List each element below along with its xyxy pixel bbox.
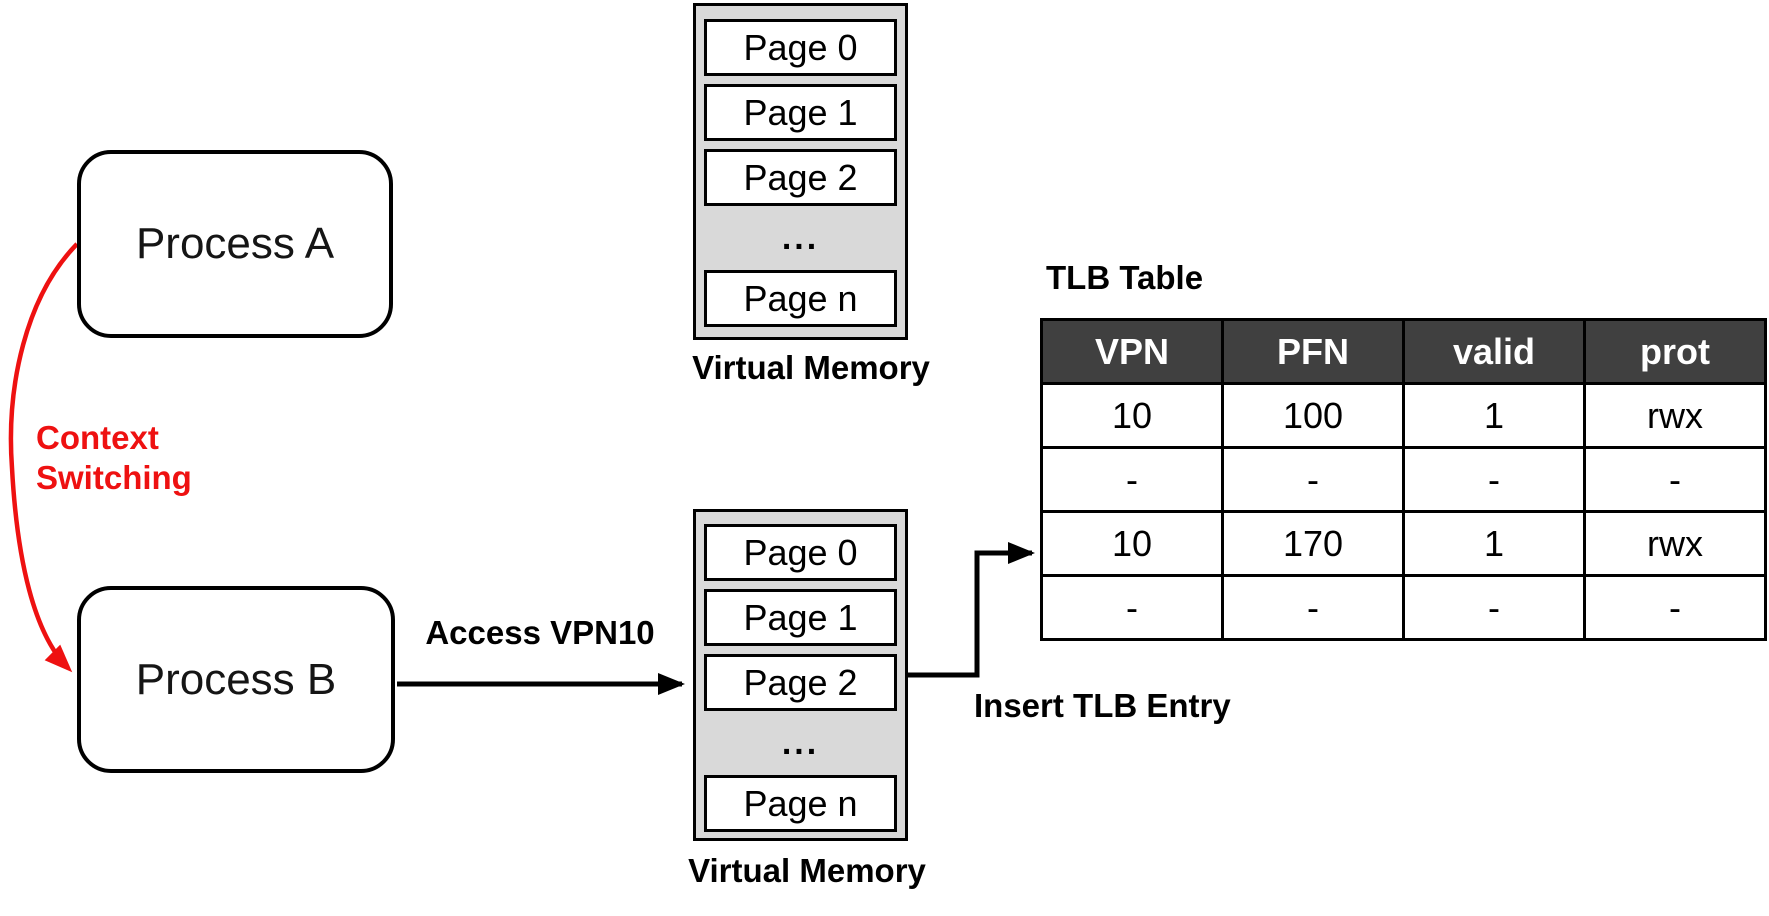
ellipsis-label: ...	[781, 723, 820, 762]
tlb-cell: 10	[1040, 382, 1224, 449]
tlb-header-prot: prot	[1583, 318, 1767, 385]
tlb-cell: -	[1040, 574, 1224, 641]
page-label: Page n	[743, 782, 858, 824]
page-label: Page 2	[743, 156, 858, 198]
tlb-cell: -	[1583, 446, 1767, 513]
table-row: - - - -	[1040, 446, 1767, 513]
tlb-header-row: VPN PFN valid prot	[1040, 318, 1767, 385]
page-box: Page 1	[704, 84, 897, 141]
tlb-cell: -	[1221, 574, 1405, 641]
virtual-memory-caption-top: Virtual Memory	[692, 349, 930, 386]
page-box: Page n	[704, 775, 897, 832]
virtual-memory-caption-bottom: Virtual Memory	[688, 852, 926, 889]
tlb-header-pfn: PFN	[1221, 318, 1405, 385]
tlb-table: VPN PFN valid prot 10 100 1 rwx - - - - …	[1040, 318, 1767, 641]
page-label: Page 1	[743, 91, 858, 133]
tlb-cell: rwx	[1583, 382, 1767, 449]
virtual-memory-stack-bottom: Page 0 Page 1 Page 2 ... Page n	[693, 509, 908, 841]
page-label: Page 2	[743, 661, 858, 703]
tlb-header-vpn: VPN	[1040, 318, 1224, 385]
page-label: Page 0	[743, 531, 858, 573]
process-b-box: Process B	[77, 586, 395, 773]
process-a-label: Process A	[135, 219, 335, 268]
table-row: - - - -	[1040, 574, 1767, 641]
tlb-cell: -	[1040, 446, 1224, 513]
tlb-cell: -	[1402, 446, 1586, 513]
process-a-box: Process A	[77, 150, 393, 338]
virtual-memory-stack-top: Page 0 Page 1 Page 2 ... Page n	[693, 3, 908, 340]
ellipsis-label: ...	[781, 218, 820, 257]
tlb-cell: -	[1583, 574, 1767, 641]
tlb-cell: 1	[1402, 382, 1586, 449]
tlb-cell: -	[1221, 446, 1405, 513]
context-switching-label: Context Switching	[36, 419, 192, 496]
tlb-cell: 1	[1402, 510, 1586, 577]
page-label: Page n	[743, 277, 858, 319]
tlb-cell: 170	[1221, 510, 1405, 577]
access-vpn10-label: Access VPN10	[425, 614, 655, 651]
tlb-header-valid: valid	[1402, 318, 1586, 385]
insert-tlb-arrow	[908, 542, 1035, 678]
tlb-cell: 100	[1221, 382, 1405, 449]
tlb-cell: -	[1402, 574, 1586, 641]
page-box: Page 1	[704, 589, 897, 646]
page-label: Page 1	[743, 596, 858, 638]
table-row: 10 170 1 rwx	[1040, 510, 1767, 577]
insert-tlb-entry-label: Insert TLB Entry	[974, 687, 1231, 724]
tlb-table-title: TLB Table	[1046, 259, 1204, 296]
page-label: Page 0	[743, 26, 858, 68]
page-box: Page 0	[704, 19, 897, 76]
page-box: Page 2	[704, 654, 897, 711]
tlb-cell: 10	[1040, 510, 1224, 577]
table-row: 10 100 1 rwx	[1040, 382, 1767, 449]
page-box: Page 0	[704, 524, 897, 581]
process-b-label: Process B	[135, 654, 337, 704]
page-box: Page n	[704, 270, 897, 327]
page-box: Page 2	[704, 149, 897, 206]
tlb-cell: rwx	[1583, 510, 1767, 577]
